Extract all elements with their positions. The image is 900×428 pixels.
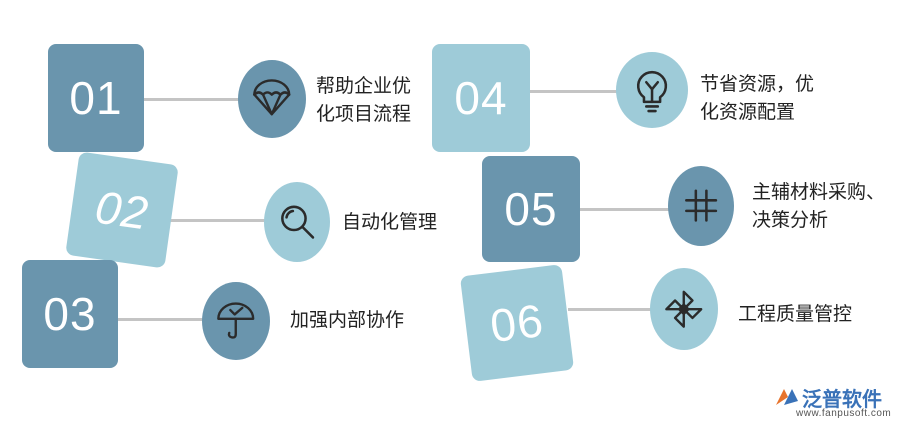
tile-02: 02 (65, 151, 179, 269)
umbrella-icon (202, 282, 270, 360)
tile-03: 03 (22, 260, 118, 368)
label-04-line-2: 化资源配置 (700, 101, 796, 123)
pinwheel-icon (650, 268, 718, 350)
label-01-line-2: 化项目流程 (316, 103, 412, 125)
connector-04 (528, 90, 620, 93)
magnifier-icon (264, 182, 330, 262)
connector-01 (140, 98, 245, 101)
logo-mark-icon (776, 389, 798, 405)
parachute-icon (238, 60, 306, 138)
label-02-line-1: 自动化管理 (342, 211, 438, 233)
label-04-line-1: 节省资源，优 (700, 73, 815, 95)
label-01-line-1: 帮助企业优 (316, 75, 412, 97)
tile-01: 01 (48, 44, 144, 152)
connector-02 (168, 219, 273, 222)
tile-04: 04 (432, 44, 530, 152)
label-06: 工程质量管控 (738, 300, 852, 328)
label-05-line-2: 决策分析 (752, 209, 829, 231)
label-03-line-1: 加强内部协作 (290, 309, 405, 331)
tile-05: 05 (482, 156, 580, 262)
label-03: 加强内部协作 (290, 306, 404, 334)
label-04: 节省资源，优 化资源配置 (700, 70, 814, 126)
label-02: 自动化管理 (342, 208, 437, 236)
connector-05 (578, 208, 670, 211)
label-01: 帮助企业优 化项目流程 (316, 72, 411, 128)
connector-06 (568, 308, 652, 311)
label-05-line-1: 主辅材料采购、 (752, 181, 886, 203)
lightbulb-icon (616, 52, 688, 128)
logo-url: www.fanpusoft.com (796, 408, 892, 419)
brand-logo: 泛普软件 www.fanpusoft.com (774, 383, 892, 423)
hash-icon (668, 166, 734, 246)
connector-03 (116, 318, 208, 321)
tile-06: 06 (459, 264, 575, 382)
label-06-line-1: 工程质量管控 (738, 303, 853, 325)
label-05: 主辅材料采购、 决策分析 (752, 178, 885, 234)
logo-name: 泛普软件 (802, 387, 882, 411)
